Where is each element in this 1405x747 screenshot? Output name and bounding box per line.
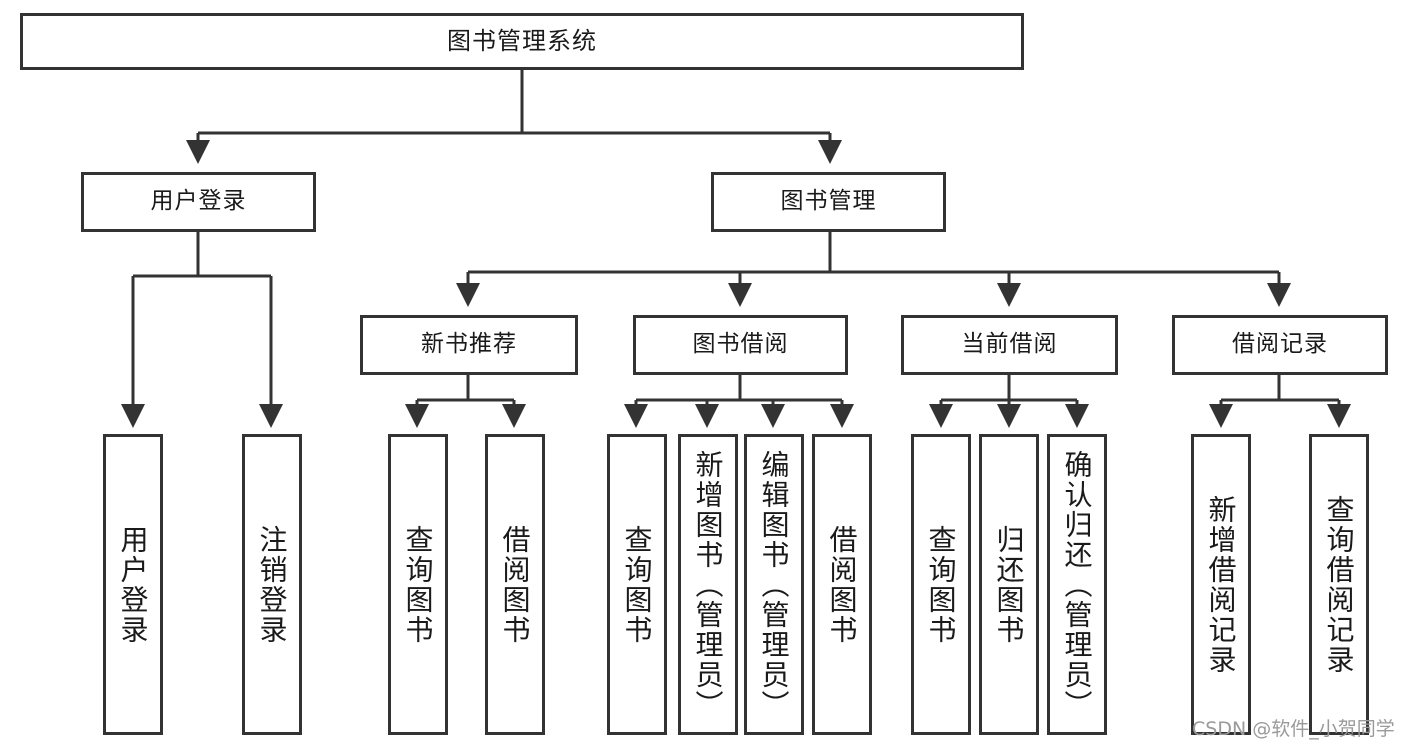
node-label: 新增图书（管理员） xyxy=(691,449,725,720)
node-leaf-return-book[interactable]: 归还图书 xyxy=(979,434,1039,735)
node-current-borrow[interactable]: 当前借阅 xyxy=(901,315,1118,375)
node-label: 编辑图书（管理员） xyxy=(757,449,791,720)
node-leaf-confirm-return[interactable]: 确认归还（管理员） xyxy=(1047,434,1107,735)
node-leaf-query-book-1[interactable]: 查询图书 xyxy=(388,434,448,735)
node-leaf-add-record[interactable]: 新增借阅记录 xyxy=(1191,434,1251,735)
node-leaf-query-book-3[interactable]: 查询图书 xyxy=(911,434,971,735)
node-leaf-borrow-book-2[interactable]: 借阅图书 xyxy=(812,434,872,735)
node-label: 用户登录 xyxy=(116,524,150,645)
node-book-borrow[interactable]: 图书借阅 xyxy=(633,315,848,375)
node-label: 借阅图书 xyxy=(498,524,532,645)
node-label: 查询图书 xyxy=(401,524,435,645)
node-leaf-user-login[interactable]: 用户登录 xyxy=(103,434,163,735)
node-label: 图书管理 xyxy=(780,188,877,215)
node-label: 新书推荐 xyxy=(421,331,517,358)
node-label: 注销登录 xyxy=(255,524,289,645)
node-leaf-add-book[interactable]: 新增图书（管理员） xyxy=(678,434,738,735)
node-label: 查询图书 xyxy=(620,524,654,645)
node-leaf-edit-book[interactable]: 编辑图书（管理员） xyxy=(744,434,804,735)
node-book-management-system[interactable]: 图书管理系统 xyxy=(20,13,1024,70)
node-label: 新增借阅记录 xyxy=(1204,494,1238,675)
node-leaf-query-record[interactable]: 查询借阅记录 xyxy=(1309,434,1369,735)
node-label: 查询借阅记录 xyxy=(1322,494,1356,675)
node-label: 图书借阅 xyxy=(692,331,789,358)
node-label: 归还图书 xyxy=(992,524,1026,645)
node-user-login[interactable]: 用户登录 xyxy=(81,172,316,232)
node-label: 借阅记录 xyxy=(1232,331,1328,358)
node-label: 图书管理系统 xyxy=(447,27,597,56)
node-leaf-borrow-book-1[interactable]: 借阅图书 xyxy=(485,434,545,735)
node-new-book-recommend[interactable]: 新书推荐 xyxy=(360,315,578,375)
node-label: 确认归还（管理员） xyxy=(1060,449,1094,720)
node-label: 借阅图书 xyxy=(825,524,859,645)
node-leaf-logout-login[interactable]: 注销登录 xyxy=(242,434,302,735)
node-borrow-record[interactable]: 借阅记录 xyxy=(1172,315,1388,375)
node-label: 查询图书 xyxy=(924,524,958,645)
node-label: 用户登录 xyxy=(150,188,247,215)
node-label: 当前借阅 xyxy=(961,331,1058,358)
node-book-management[interactable]: 图书管理 xyxy=(711,172,946,232)
node-leaf-query-book-2[interactable]: 查询图书 xyxy=(607,434,667,735)
csdn-watermark: CSDN @软件_小贺同学 xyxy=(1192,718,1395,740)
